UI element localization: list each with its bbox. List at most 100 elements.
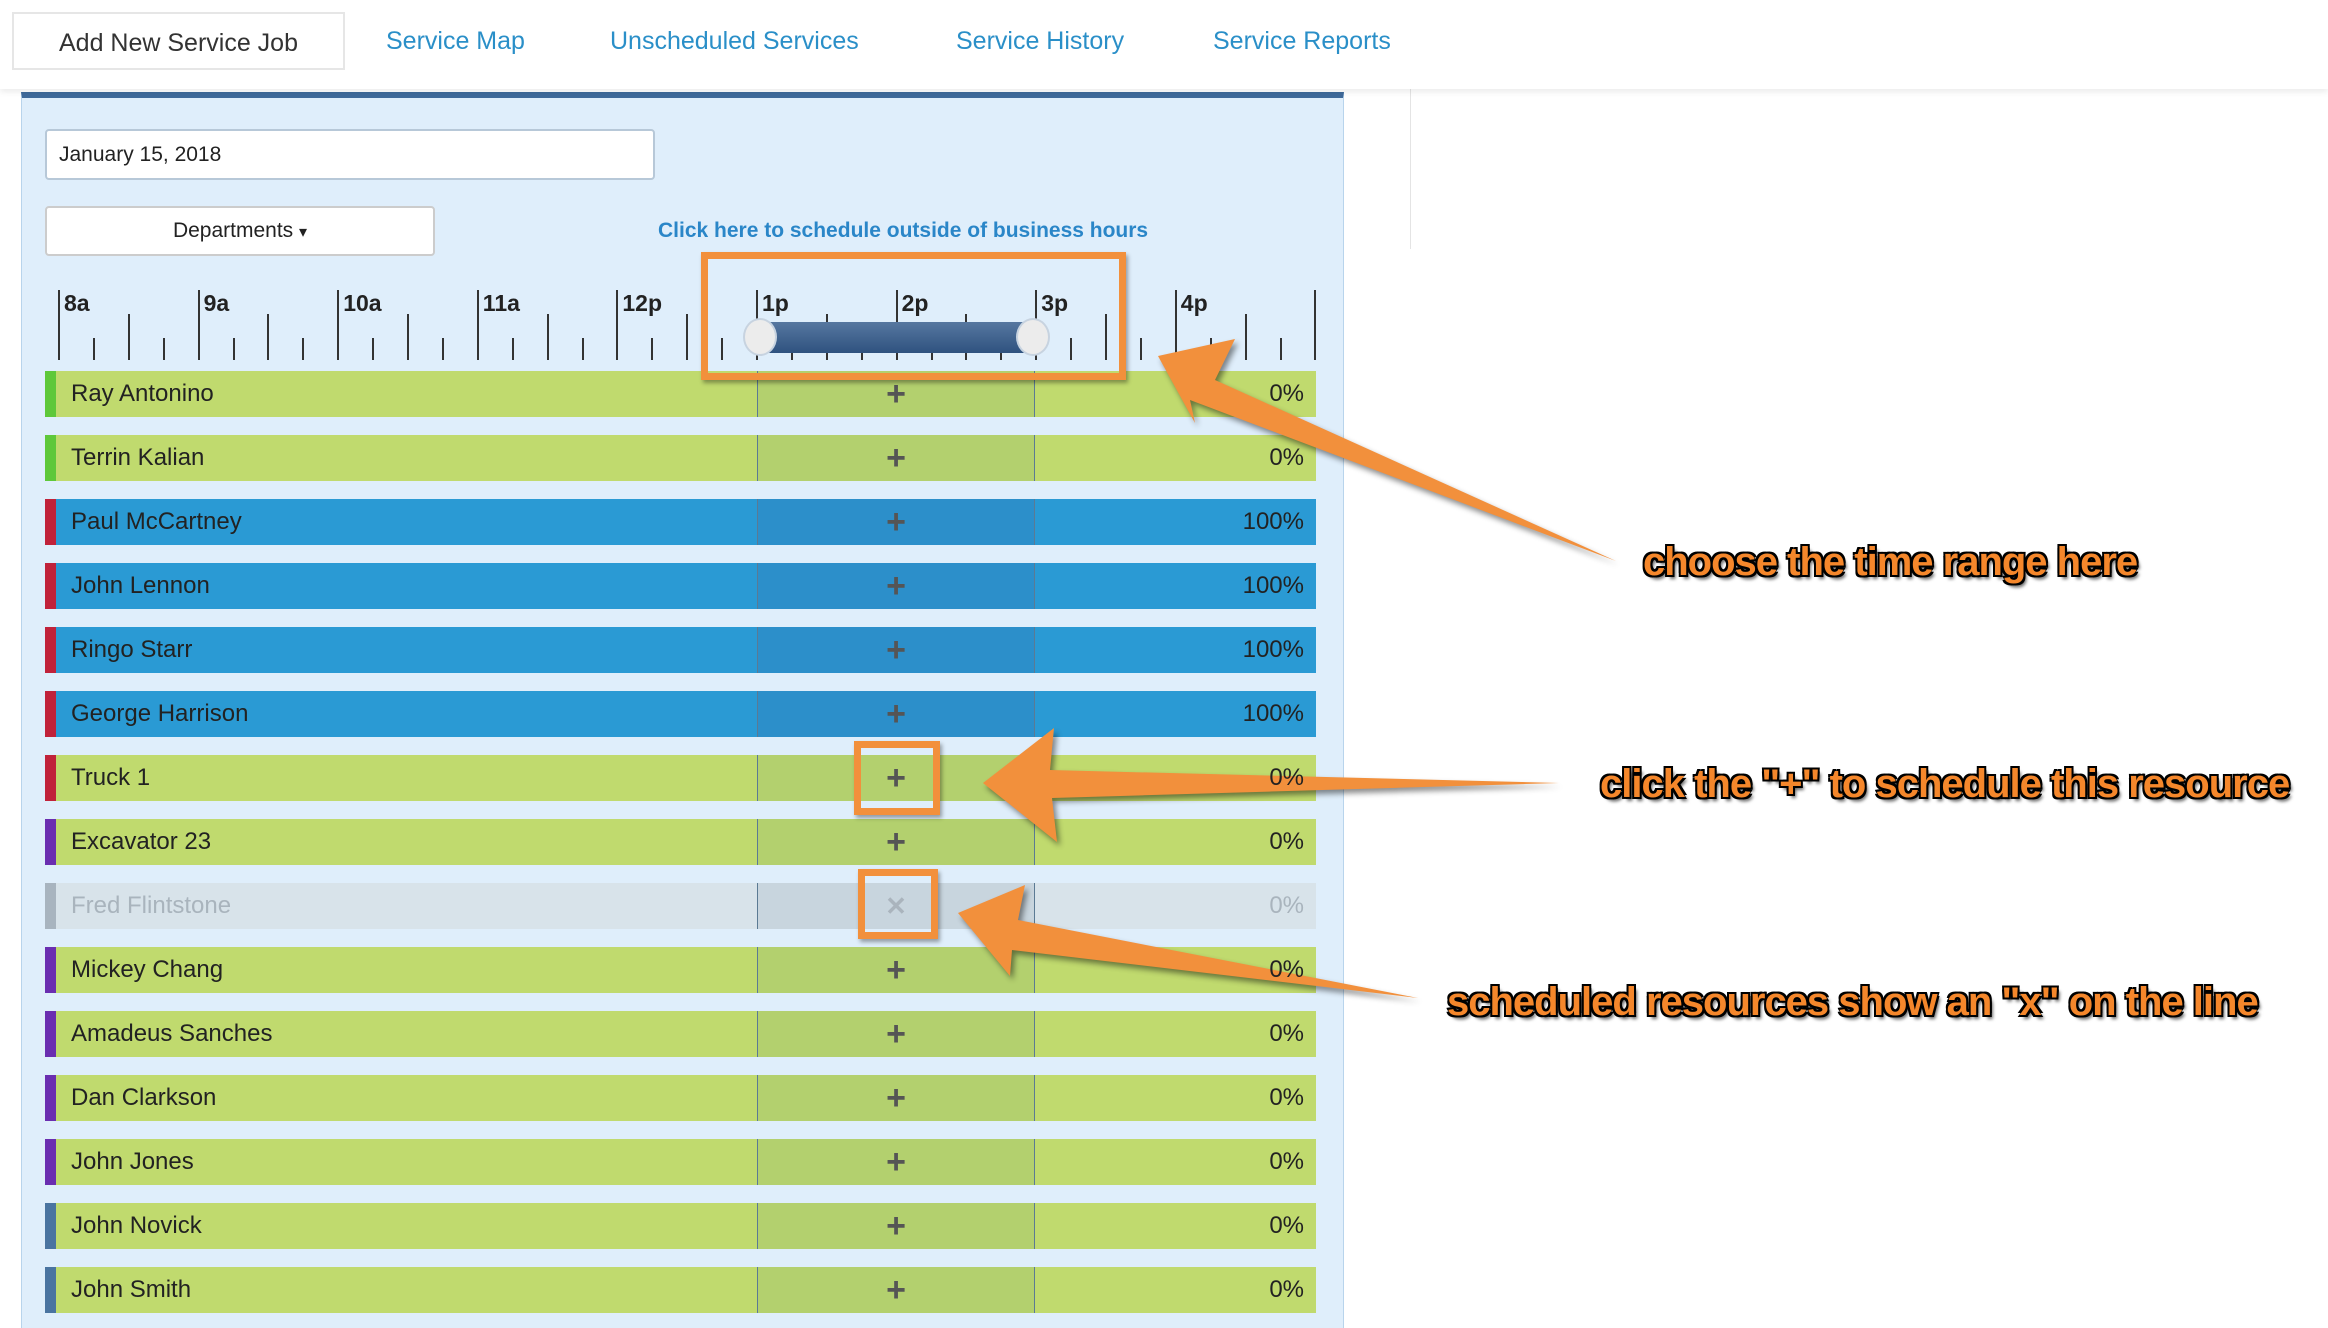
minor-tick (441, 338, 444, 360)
minor-tick (1244, 314, 1247, 360)
resource-name: George Harrison (71, 700, 249, 727)
utilization-percent: 0% (1269, 764, 1304, 791)
minor-tick (721, 338, 724, 360)
utilization-percent: 0% (1269, 1212, 1304, 1239)
resource-row: George Harrison + 100% (45, 691, 1316, 737)
selected-time-slot (757, 499, 1035, 545)
minor-tick (92, 338, 95, 360)
department-color-bar (45, 371, 56, 417)
department-color-bar (45, 1075, 56, 1121)
range-end-handle[interactable] (1016, 318, 1050, 356)
resource-row: John Smith + 0% (45, 1267, 1316, 1313)
top-nav: Add New Service Job Service Map Unschedu… (0, 0, 2328, 89)
department-color-bar (45, 499, 56, 545)
range-start-handle[interactable] (743, 318, 777, 356)
selected-time-slot (757, 1203, 1035, 1249)
department-color-bar (45, 1267, 56, 1313)
hour-label: 11a (482, 290, 520, 316)
resource-name: Ringo Starr (71, 636, 193, 663)
department-color-bar (45, 627, 56, 673)
department-color-bar (45, 1139, 56, 1185)
minor-tick (511, 338, 514, 360)
selected-time-slot (757, 435, 1035, 481)
utilization-percent: 0% (1269, 892, 1304, 919)
add-resource-plus-icon[interactable]: + (886, 567, 906, 605)
utilization-percent: 0% (1269, 956, 1304, 983)
department-color-bar (45, 755, 56, 801)
tab-unscheduled-services[interactable]: Unscheduled Services (610, 27, 859, 55)
resource-row: John Jones + 0% (45, 1139, 1316, 1185)
department-color-bar (45, 819, 56, 865)
hour-label: 4p (1180, 290, 1208, 316)
add-resource-plus-icon[interactable]: + (886, 1079, 906, 1117)
selected-time-slot (757, 947, 1035, 993)
tab-add-new-service-job[interactable]: Add New Service Job (12, 12, 345, 70)
departments-label: Departments (172, 219, 294, 242)
selected-time-slot (757, 1267, 1035, 1313)
selected-time-slot (757, 1139, 1035, 1185)
hour-label: 1p (762, 290, 789, 316)
utilization-percent: 0% (1269, 1020, 1304, 1047)
time-range-slider[interactable] (762, 322, 1033, 353)
resource-row: Mickey Chang + 0% (45, 947, 1316, 993)
resource-name: Fred Flintstone (71, 892, 232, 919)
minor-tick (127, 314, 130, 360)
resource-name: John Lennon (71, 572, 210, 599)
minor-tick (1139, 338, 1142, 360)
highlight-x (858, 869, 938, 939)
minor-tick (1279, 338, 1282, 360)
add-resource-plus-icon[interactable]: + (886, 439, 906, 477)
add-resource-plus-icon[interactable]: + (886, 951, 906, 989)
add-resource-plus-icon[interactable]: + (886, 759, 906, 797)
caret-down-icon: ▾ (299, 224, 308, 241)
arrow-plus (983, 728, 1559, 842)
utilization-percent: 100% (1242, 636, 1304, 663)
department-color-bar (45, 947, 56, 993)
add-resource-plus-icon[interactable]: + (886, 1143, 906, 1181)
department-color-bar (45, 435, 56, 481)
resource-row: Amadeus Sanches + 0% (45, 1011, 1316, 1057)
annotation-plus: click the "+" to schedule this resource (1600, 762, 2290, 806)
arrow-x (958, 885, 1418, 998)
departments-dropdown[interactable]: Departments ▾ (45, 206, 435, 256)
hour-label: 10a (343, 290, 382, 316)
department-color-bar (45, 691, 56, 737)
annotation-time-range: choose the time range here (1643, 540, 2138, 584)
minor-tick (581, 338, 584, 360)
minor-tick (372, 338, 375, 360)
add-resource-plus-icon[interactable]: + (886, 1207, 906, 1245)
tab-service-history[interactable]: Service History (956, 27, 1125, 55)
tab-service-map[interactable]: Service Map (386, 27, 525, 55)
hour-tick (1174, 290, 1177, 360)
resource-name: Terrin Kalian (71, 444, 205, 471)
hour-tick (197, 290, 200, 360)
date-input[interactable] (45, 129, 655, 180)
highlight-plus (854, 741, 940, 815)
minor-tick (546, 314, 549, 360)
scheduled-x-icon[interactable]: ✕ (885, 891, 907, 921)
add-resource-plus-icon[interactable]: + (886, 823, 906, 861)
resource-name: Dan Clarkson (71, 1084, 217, 1111)
minor-tick (1070, 338, 1073, 360)
hour-label: 8a (64, 290, 90, 316)
hour-label: 9a (203, 290, 230, 316)
add-resource-plus-icon[interactable]: + (886, 1015, 906, 1053)
utilization-percent: 0% (1269, 828, 1304, 855)
add-resource-plus-icon[interactable]: + (886, 375, 906, 413)
resource-row: Paul McCartney + 100% (45, 499, 1316, 545)
add-resource-plus-icon[interactable]: + (886, 695, 906, 733)
minor-tick (407, 314, 409, 360)
schedule-outside-hours-link[interactable]: Click here to schedule outside of busine… (658, 219, 1149, 242)
tab-service-reports[interactable]: Service Reports (1213, 27, 1391, 55)
resource-row: John Novick + 0% (45, 1203, 1316, 1249)
resource-name: Mickey Chang (71, 956, 224, 983)
utilization-percent: 100% (1242, 572, 1304, 599)
selected-time-slot (757, 691, 1035, 737)
selected-time-slot (757, 1075, 1035, 1121)
highlight-time-range (701, 252, 1126, 380)
add-resource-plus-icon[interactable]: + (886, 503, 906, 541)
add-resource-plus-icon[interactable]: + (886, 1271, 906, 1309)
add-resource-plus-icon[interactable]: + (886, 631, 906, 669)
department-color-bar (45, 1203, 56, 1249)
